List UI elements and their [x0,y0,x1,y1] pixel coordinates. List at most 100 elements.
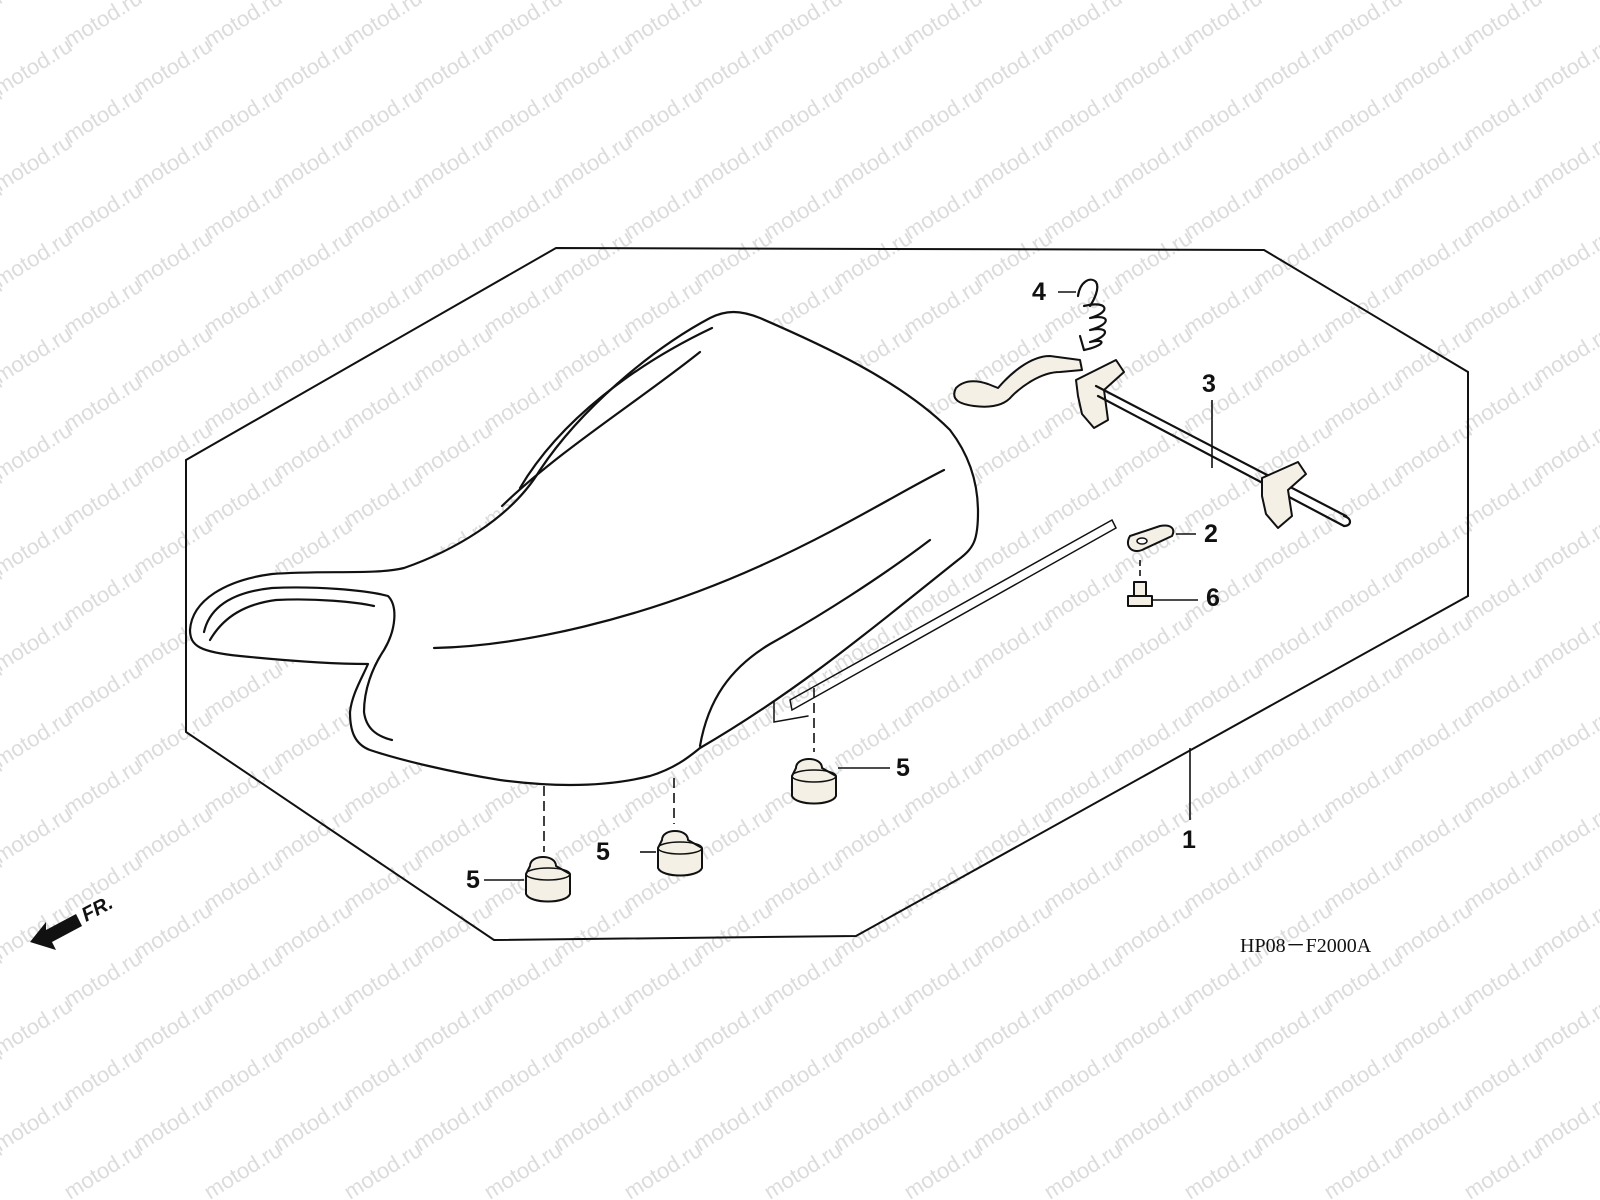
watermark-text: motod.ru [829,993,916,1060]
watermark-text: motod.ru [129,129,216,196]
watermark-text: motod.ru [969,801,1056,868]
watermark-text: motod.ru [1179,465,1266,532]
watermark-text: motod.ru [199,177,286,244]
watermark-text: motod.ru [759,1041,846,1108]
watermark-text: motod.ru [129,513,216,580]
watermark-text: motod.ru [899,945,986,1012]
watermark-text: motod.ru [1109,33,1196,100]
watermark-text: motod.ru [1389,1089,1476,1156]
watermark-text: motod.ru [549,897,636,964]
watermark-text: motod.ru [199,369,286,436]
seat-illustration [188,310,1117,787]
callout-seat: 1 [1182,826,1196,854]
watermark-text: motod.ru [1039,1041,1126,1108]
watermark-text: motod.ru [129,1089,216,1156]
watermark-text: motod.ru [1249,129,1336,196]
watermark-text: motod.ru [479,273,566,340]
watermark-text: motod.ru [269,129,356,196]
cushion-b [657,830,703,877]
watermark-text: motod.ru [1529,705,1600,772]
watermark-text: motod.ru [199,0,286,52]
watermark-text: motod.ru [899,753,986,820]
watermark-text: motod.ru [1179,369,1266,436]
watermark-text: motod.ru [969,897,1056,964]
watermark-text: motod.ru [1319,1041,1406,1108]
watermark-text: motod.ru [689,1089,776,1156]
cushion-a [791,758,837,805]
watermark-text: motod.ru [899,1137,986,1200]
watermark-text: motod.ru [619,1137,706,1200]
diagram-code: HP08－F2000A [1240,935,1372,957]
callout-bolt: 6 [1206,584,1220,612]
watermark-text: motod.ru [269,897,356,964]
watermark-text: motod.ru [1529,897,1600,964]
watermark-text: motod.ru [199,945,286,1012]
watermark-text: motod.ru [1319,849,1406,916]
callout-seat-lock: 3 [1202,370,1216,398]
watermark-text: motod.ru [1389,705,1476,772]
watermark-text: motod.ru [1109,513,1196,580]
watermark-text: motod.ru [1109,417,1196,484]
watermark-text: motod.ru [479,369,566,436]
watermark-text: motod.ru [339,369,426,436]
watermark-text: motod.ru [1039,849,1126,916]
watermark-text: motod.ru [269,33,356,100]
watermark-text: motod.ru [59,81,146,148]
watermark-text: motod.ru [1179,273,1266,340]
watermark-text: motod.ru [269,705,356,772]
watermark-text: motod.ru [899,273,986,340]
watermark-text: motod.ru [199,1137,286,1200]
watermark-text: motod.ru [1319,561,1406,628]
watermark-text: motod.ru [0,801,76,868]
watermark-text: motod.ru [339,465,426,532]
watermark-text: motod.ru [829,801,916,868]
watermark-text: motod.ru [1319,369,1406,436]
watermark-text: motod.ru [1039,177,1126,244]
watermark-text: motod.ru [1389,801,1476,868]
watermark-text: motod.ru [1109,705,1196,772]
watermark-text: motod.ru [409,225,496,292]
cushion-c [525,856,571,903]
watermark-text: motod.ru [1249,609,1336,676]
watermark-text: motod.ru [759,0,846,52]
watermark-text: motod.ru [409,1089,496,1156]
watermark-text: motod.ru [1039,0,1126,52]
watermark-text: motod.ru [1459,945,1546,1012]
watermark-text: motod.ru [199,465,286,532]
watermark-text: motod.ru [1109,1089,1196,1156]
watermark-text: motod.ru [59,945,146,1012]
watermark-text: motod.ru [1529,33,1600,100]
watermark-text: motod.ru [969,33,1056,100]
bolt-illustration [1127,581,1153,607]
watermark-text: motod.ru [1319,1137,1406,1200]
watermark-text: motod.ru [0,1089,76,1156]
watermark-text: motod.ru [899,81,986,148]
watermark-text: motod.ru [1459,465,1546,532]
watermark-text: motod.ru [409,993,496,1060]
watermark-text: motod.ru [1179,1137,1266,1200]
watermark-text: motod.ru [689,225,776,292]
watermark-text: motod.ru [1319,273,1406,340]
watermark-text: motod.ru [199,753,286,820]
watermark-text: motod.ru [1529,129,1600,196]
watermark-text: motod.ru [409,801,496,868]
watermark-text: motod.ru [1319,177,1406,244]
watermark-text: motod.ru [549,1089,636,1156]
watermark-text: motod.ru [689,129,776,196]
watermark-text: motod.ru [549,801,636,868]
cushion-illustrations [525,758,837,903]
watermark-text: motod.ru [339,81,426,148]
watermark-text: motod.ru [969,129,1056,196]
watermark-text: motod.ru [1109,609,1196,676]
watermark-text: motod.ru [0,33,76,100]
watermark-text: motod.ru [1529,801,1600,868]
watermark-text: motod.ru [689,897,776,964]
watermark-text: motod.ru [0,225,76,292]
watermark-text: motod.ru [0,321,76,388]
watermark-text: motod.ru [129,993,216,1060]
watermark-text: motod.ru [409,33,496,100]
watermark-text: motod.ru [0,993,76,1060]
watermark-text: motod.ru [1389,129,1476,196]
watermark-text: motod.ru [0,0,76,4]
